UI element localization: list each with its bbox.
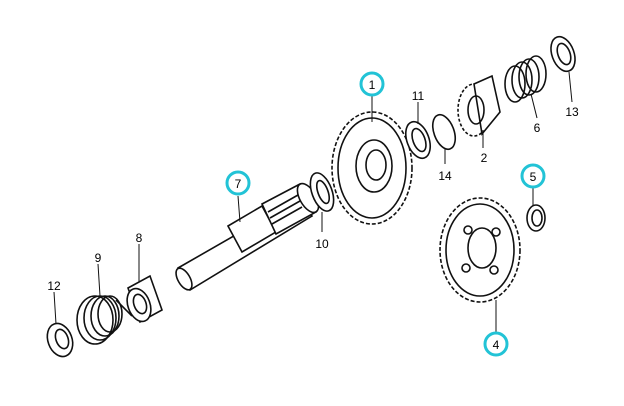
part-label-9[interactable]: 9 <box>95 251 102 265</box>
part-label-10[interactable]: 10 <box>315 237 329 251</box>
part-label-12[interactable]: 12 <box>47 279 61 293</box>
washer-10[interactable] <box>306 170 338 214</box>
part-label-14[interactable]: 14 <box>438 169 452 183</box>
part-label-7[interactable]: 7 <box>235 177 242 191</box>
part-label-1[interactable]: 1 <box>369 78 376 92</box>
gear-1[interactable] <box>331 111 413 225</box>
part-label-5[interactable]: 5 <box>530 170 537 184</box>
spring-6[interactable] <box>504 55 547 103</box>
washer-13[interactable] <box>547 33 580 74</box>
washer-12[interactable] <box>43 320 77 360</box>
gear-4[interactable] <box>439 197 521 303</box>
leader-lines <box>53 71 573 332</box>
part-label-2[interactable]: 2 <box>481 151 488 165</box>
callout-circle-4 <box>483 331 509 357</box>
dog-clutch-2[interactable] <box>457 74 501 137</box>
bushing-5[interactable] <box>526 204 546 232</box>
callout-circle-1 <box>359 71 385 97</box>
circlip-14[interactable] <box>428 112 459 153</box>
part-label-8[interactable]: 8 <box>136 231 143 245</box>
washer-11[interactable] <box>401 118 435 161</box>
torsion-spring-9[interactable] <box>76 295 133 345</box>
part-label-6[interactable]: 6 <box>534 121 541 135</box>
part-label-4[interactable]: 4 <box>493 338 500 352</box>
shaft[interactable] <box>173 180 323 292</box>
part-label-11[interactable]: 11 <box>412 89 425 103</box>
collar-8[interactable] <box>123 274 163 325</box>
part-label-13[interactable]: 13 <box>565 105 579 119</box>
callout-circle-5 <box>520 163 546 189</box>
callout-circle-7 <box>225 170 251 196</box>
